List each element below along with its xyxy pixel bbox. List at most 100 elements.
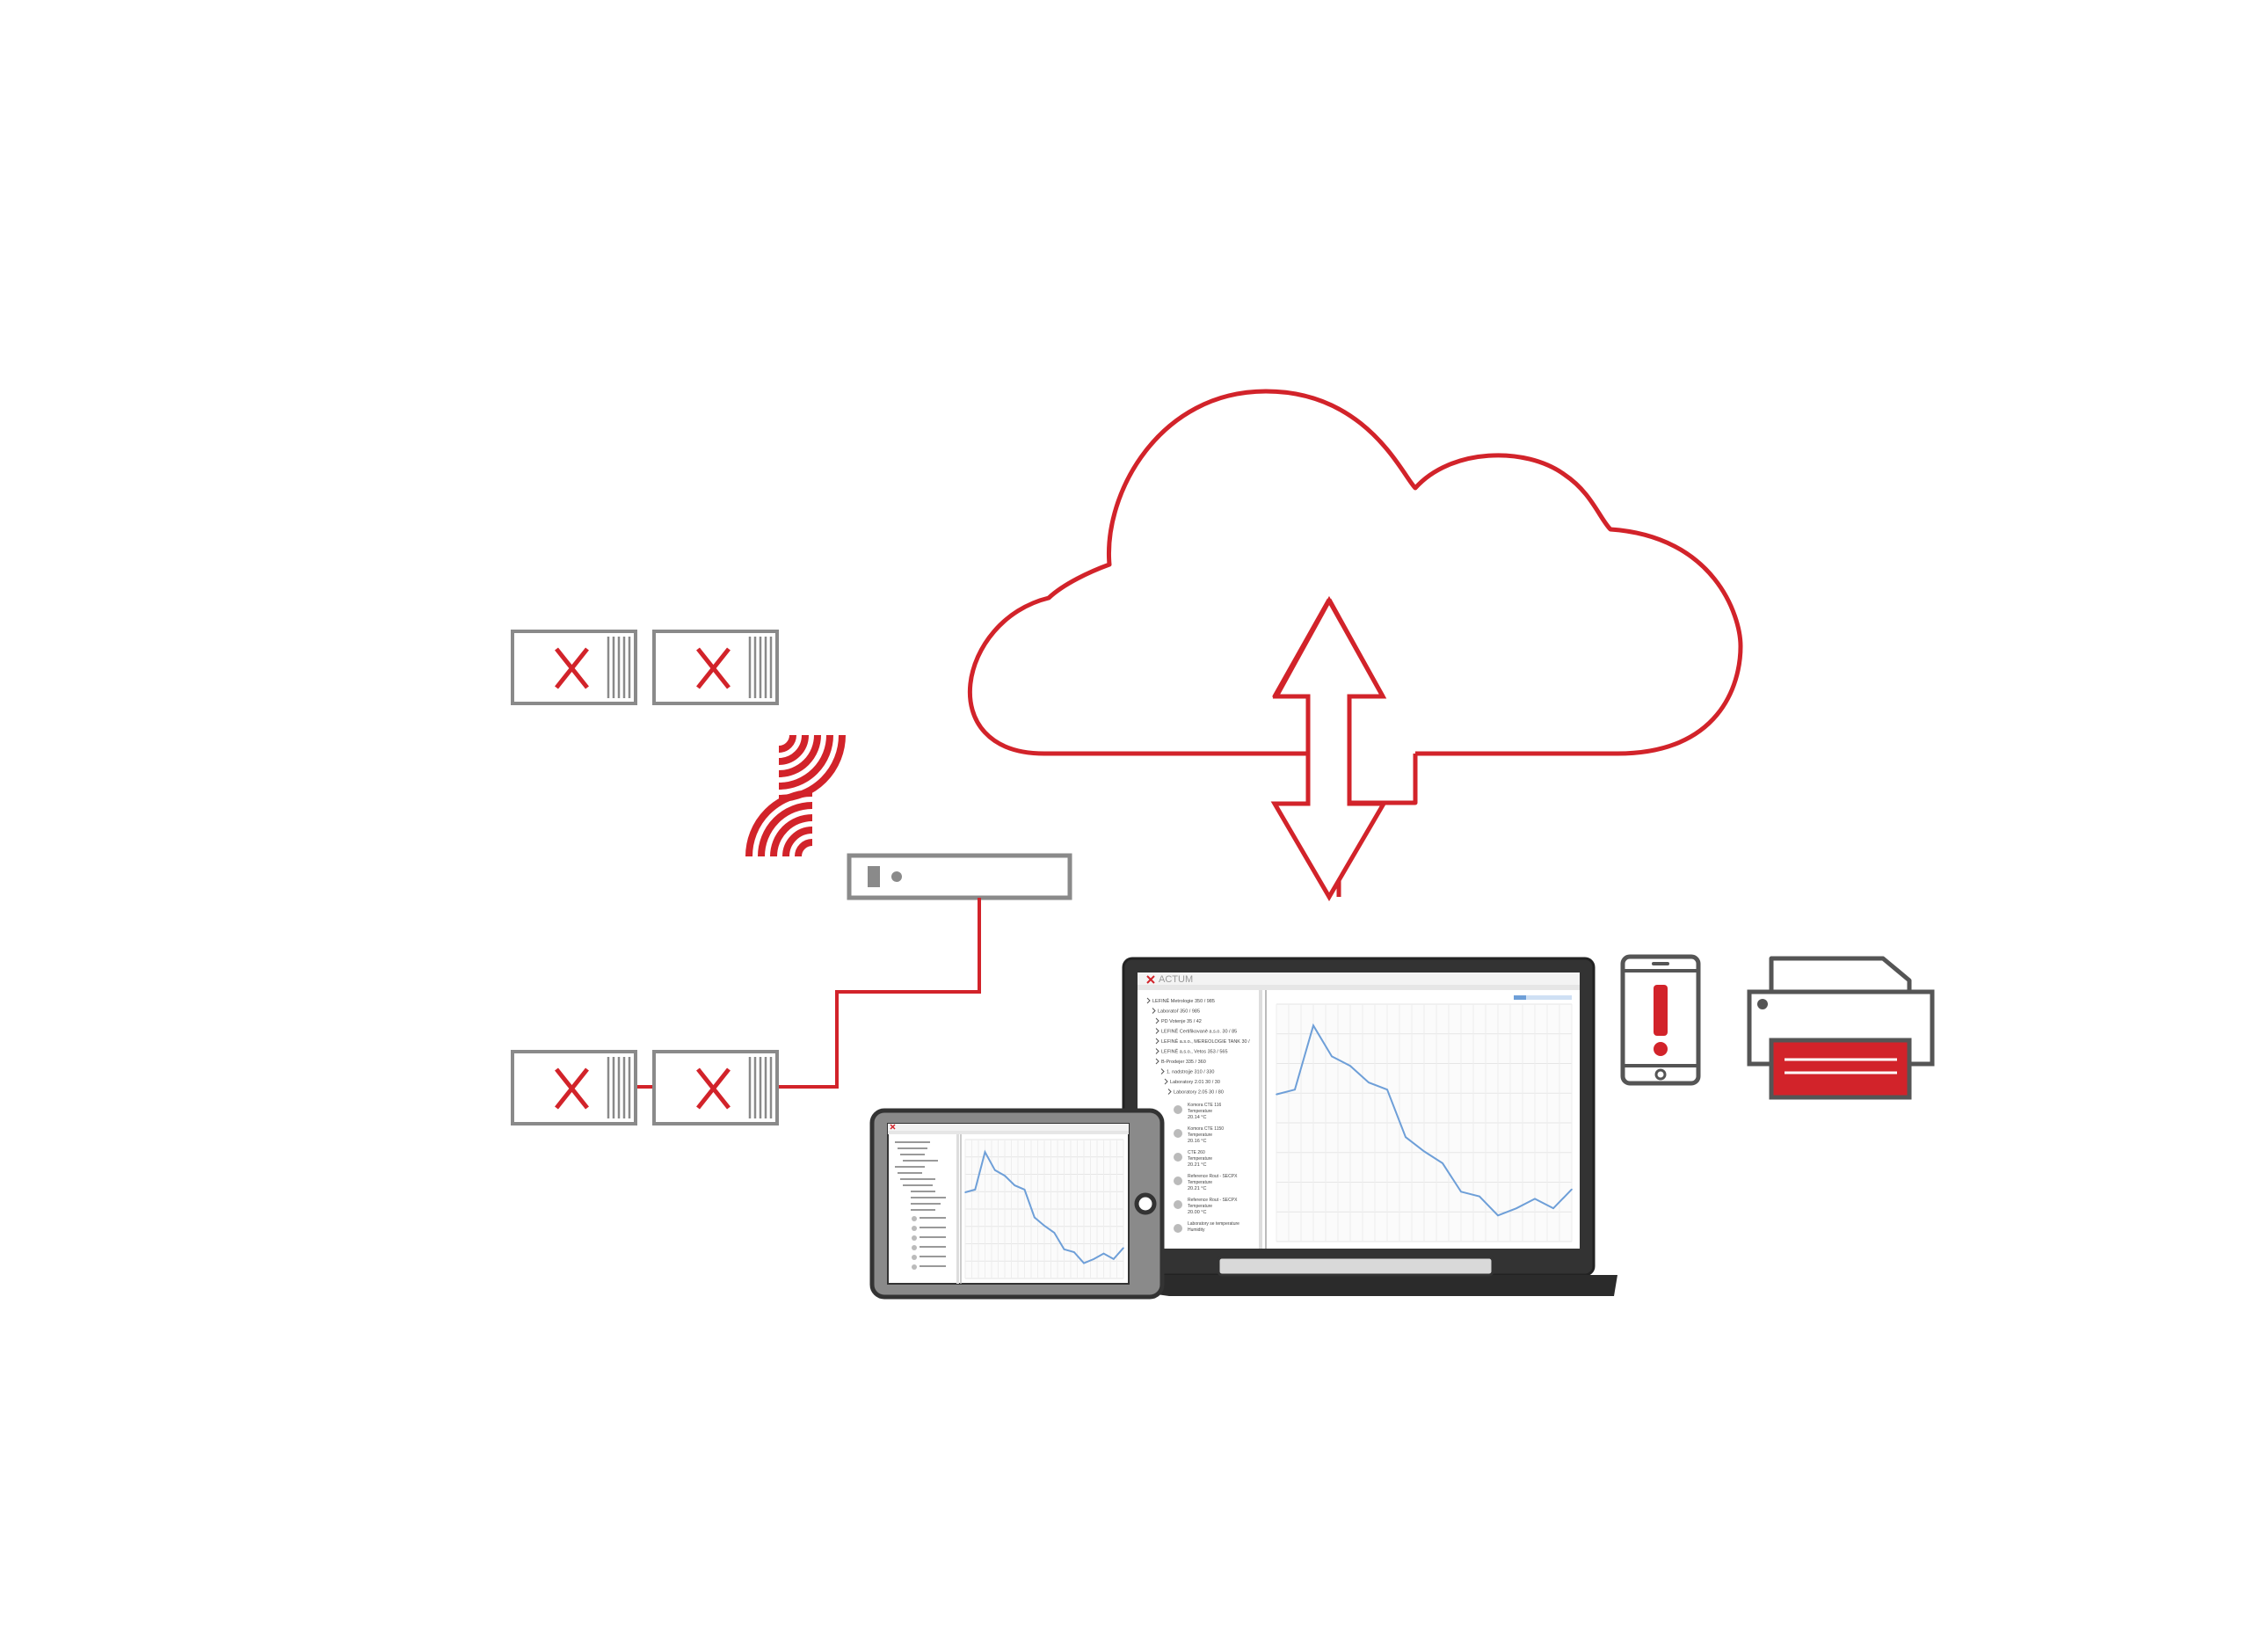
chart-data-point	[1386, 1089, 1388, 1090]
tree-expand-icon[interactable]	[1152, 1008, 1156, 1014]
chart-data-point	[1053, 1232, 1056, 1234]
double-arrow-shape	[1270, 595, 1388, 901]
tablet-tree-row	[911, 1203, 941, 1205]
tablet-screen	[888, 1124, 1129, 1284]
chart-data-point	[1571, 1188, 1573, 1191]
chart-data-point	[1442, 1162, 1443, 1164]
tablet-sensor-avatar-icon	[912, 1226, 917, 1231]
chart-data-point	[964, 1191, 966, 1193]
sensor-value: 20.16 °C	[1188, 1139, 1206, 1144]
sensor-name: Reference Rout - SECPX	[1188, 1174, 1238, 1179]
tree-expand-icon[interactable]	[1146, 997, 1151, 1004]
tree-item[interactable]: Laboratoř 350 / 985	[1158, 1009, 1200, 1015]
chart-data-point	[1331, 1055, 1333, 1058]
chart-data-point	[1497, 1214, 1499, 1217]
tablet-tree-row	[895, 1166, 925, 1168]
sensor-logger-icon	[511, 630, 637, 705]
tablet-icon	[869, 1108, 1165, 1300]
tree-expand-icon[interactable]	[1155, 1058, 1159, 1065]
tree-expand-icon[interactable]	[1167, 1089, 1172, 1095]
chart-data-point	[1123, 1247, 1124, 1249]
tablet-sidebar-tree	[895, 1141, 946, 1270]
sensor-name: Komora CTE 1150	[1188, 1126, 1224, 1132]
chart-data-point	[984, 1151, 986, 1154]
sensor-name: CTE 260	[1188, 1150, 1205, 1155]
tablet-sensor-row	[920, 1217, 946, 1219]
chart-data-point	[1023, 1189, 1026, 1191]
tree-expand-icon[interactable]	[1155, 1038, 1159, 1045]
laptop-line-chart	[1276, 1003, 1573, 1242]
tree-expand-icon[interactable]	[1160, 1068, 1165, 1074]
wireless-signal-icon	[778, 734, 846, 802]
tablet-tree-row	[911, 1197, 946, 1198]
tablet-tree-row	[898, 1172, 922, 1174]
wireless-signal-icon	[745, 790, 813, 857]
sensor-value: 20.21 °C	[1188, 1162, 1206, 1168]
chart-data-point	[1043, 1225, 1045, 1227]
tablet-tree-row	[911, 1209, 935, 1211]
tree-expand-icon[interactable]	[1155, 1017, 1159, 1024]
chart-data-point	[1033, 1216, 1036, 1219]
chart-data-point	[1552, 1207, 1554, 1209]
tablet-sensor-row	[920, 1246, 946, 1248]
sensor-value: 20.00 °C	[1188, 1210, 1206, 1215]
tree-item[interactable]: Laboratory 2.05 30 / 80	[1174, 1090, 1224, 1096]
tablet-sensor-avatar-icon	[912, 1216, 917, 1221]
tree-item[interactable]: PD Votenje 35 / 42	[1161, 1019, 1202, 1024]
chart-data-point	[993, 1169, 996, 1171]
tree-expand-icon[interactable]	[1155, 1048, 1159, 1054]
tablet-tree-row	[895, 1141, 930, 1143]
sensor-name: Laboratory se temperature	[1188, 1221, 1239, 1227]
sensor-value: 20.14 °C	[1188, 1115, 1206, 1120]
sensor-avatar-icon	[1174, 1129, 1182, 1138]
tree-expand-icon[interactable]	[1164, 1078, 1168, 1085]
tablet-line-chart	[964, 1139, 1124, 1279]
wired-connection-line	[777, 898, 981, 1089]
tree-item[interactable]: LEFINĚ Metrologie 350 / 985	[1152, 997, 1215, 1004]
chart-data-point	[1534, 1198, 1536, 1200]
phone-alert-icon	[1620, 954, 1701, 1086]
tree-item[interactable]: 1. nadstrojje 310 / 330	[1167, 1070, 1214, 1075]
sensor-avatar-icon	[1174, 1224, 1182, 1233]
tablet-tree-row	[900, 1154, 925, 1155]
tree-item[interactable]: LEFINĚ a.s.o., Vetos 353 / 565	[1161, 1048, 1228, 1055]
tablet-tree-row	[903, 1160, 938, 1162]
tree-expand-icon[interactable]	[1155, 1028, 1159, 1034]
tree-item[interactable]: LEFINĚ a.s.o., MEREOLOGIE TANK 30 /	[1161, 1038, 1250, 1045]
tablet-tree-row	[903, 1184, 933, 1186]
chart-data-point	[1014, 1184, 1016, 1186]
chart-data-point	[1004, 1175, 1006, 1176]
chart-data-point	[1072, 1251, 1075, 1253]
sensor-name: Reference Rout - SECPX	[1188, 1198, 1238, 1203]
sensor-kind: Temperature	[1188, 1133, 1212, 1138]
chart-data-point	[1276, 1093, 1277, 1096]
tablet-sensor-avatar-icon	[912, 1264, 917, 1270]
sensor-avatar-icon	[1174, 1153, 1182, 1162]
chart-data-point	[1093, 1258, 1095, 1260]
tree-item[interactable]: B-Prodejer 335 / 360	[1161, 1060, 1206, 1065]
tree-item[interactable]: Laboratory 2.01 30 / 30	[1170, 1080, 1220, 1085]
chart-data-point	[1479, 1195, 1480, 1198]
tree-item[interactable]: LEFINĚ Certifikovaně a.s.o. 30 / 85	[1161, 1028, 1237, 1035]
sensor-kind: Temperature	[1188, 1109, 1212, 1114]
tablet-sensor-row	[920, 1227, 946, 1228]
brand-logo: ACTUM	[1159, 974, 1193, 985]
tablet-sensor-avatar-icon	[912, 1255, 917, 1260]
chart-data-point	[974, 1189, 977, 1191]
chart-data-point	[1102, 1252, 1105, 1255]
sensor-logger-icon	[511, 1050, 637, 1125]
chart-data-point	[1460, 1191, 1462, 1193]
tablet-sensor-row	[920, 1265, 946, 1267]
chart-data-point	[1294, 1089, 1296, 1090]
tablet-sensor-row	[920, 1236, 946, 1238]
sensor-logger-icon	[652, 1050, 779, 1125]
printer-icon	[1747, 956, 1935, 1100]
